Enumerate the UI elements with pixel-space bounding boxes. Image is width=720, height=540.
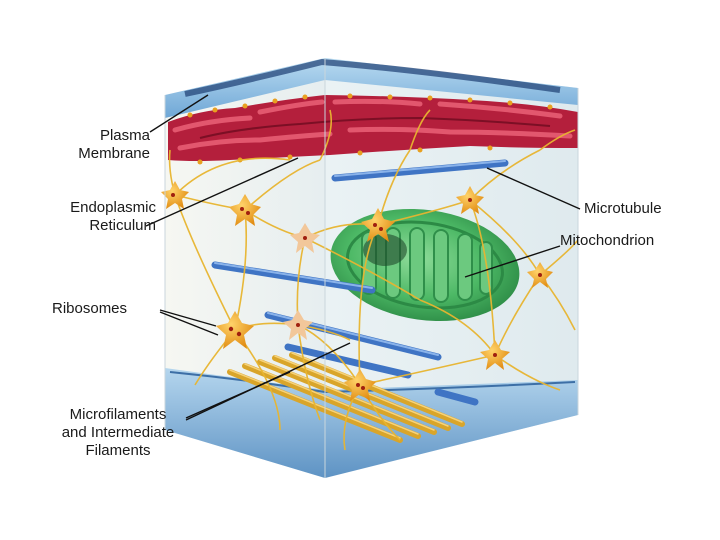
mitochondrion [330,208,520,322]
microtubule-4 [284,343,412,379]
label-microtubule: Microtubule [584,200,662,218]
label-line: Plasma [99,127,150,144]
leader-ribosomes-1 [159,309,217,327]
ribosome [480,340,510,370]
label-line: and Intermediate [61,424,175,441]
label-plasma-membrane: Plasma Membrane [78,127,150,163]
ribosome [229,194,261,226]
microtubule-5 [434,388,479,406]
plasma-membrane-bottom [165,368,578,478]
label-mitochondrion: Mitochondrion [560,232,654,250]
leader-ribosomes-2 [159,311,219,336]
ribosome [344,369,376,401]
leader-microfilaments-2 [185,342,351,421]
label-line: Mitochondrion [560,232,655,249]
leader-lines [145,94,581,421]
ribosome [290,223,320,253]
ribosome [283,310,313,340]
label-line: Endoplasmic [70,199,156,216]
microtubule-1 [331,159,509,182]
label-line: Reticulum [89,217,156,234]
label-line: Filaments [85,442,151,459]
leader-plasma-membrane [149,94,209,133]
label-line: Membrane [78,145,150,162]
microtubule-2 [211,261,376,294]
label-line: Ribosomes [52,300,128,317]
leader-microtubule [486,167,581,210]
block-edges [164,58,579,478]
label-line: Microtubule [584,200,662,217]
ribosome [361,208,395,242]
ribosome [456,186,484,214]
label-ribosomes: Ribosomes [52,300,127,318]
endoplasmic-reticulum [168,93,578,165]
leader-endoplasmic-reticulum [145,157,299,227]
ribosome-nodes [161,181,553,401]
ribosome [527,262,553,288]
ribosome [216,311,254,349]
label-line: Microfilaments [69,406,167,423]
leader-mitochondrion [464,245,561,278]
label-microfilaments: Microfilaments and Intermediate Filament… [44,406,192,460]
label-endoplasmic-reticulum: Endoplasmic Reticulum [70,199,156,235]
ribosome [161,181,189,209]
